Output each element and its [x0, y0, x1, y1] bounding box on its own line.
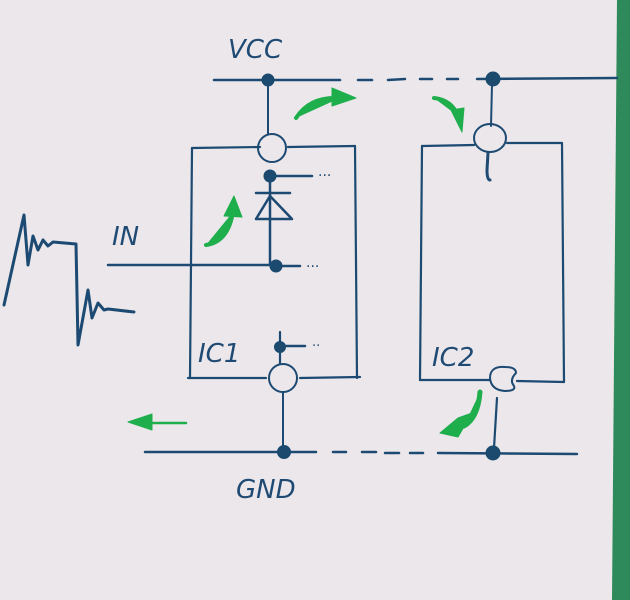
ic2-box — [418, 141, 566, 384]
gnd-label: GND — [236, 475, 296, 505]
ic2-gnd-pin — [489, 365, 517, 392]
ic2-label: IC2 — [432, 343, 474, 373]
gnd-junction-ic2 — [485, 445, 501, 461]
input-label: IN — [112, 222, 139, 252]
gnd-junction-ic1 — [277, 445, 291, 459]
vcc-junction-ic2 — [485, 71, 501, 87]
ic2-gnd-wire — [492, 396, 499, 450]
arrow-gnd-return-left — [127, 413, 188, 431]
arrow-ic2-to-gnd — [439, 389, 483, 438]
ellipsis-3: ·· — [312, 339, 320, 354]
arrow-into-ic2-vcc — [432, 96, 465, 133]
arrow-in-to-vcc — [204, 195, 243, 247]
ic2-vcc-pin — [473, 123, 507, 153]
ic1-vcc-pin — [257, 133, 287, 163]
arrow-vcc-rail-right — [294, 87, 357, 120]
desk-edge — [612, 0, 630, 600]
input-waveform — [2, 213, 136, 347]
ic1-label: IC1 — [198, 339, 240, 369]
ellipsis-2: ··· — [306, 259, 319, 275]
ic2-vcc-wire — [490, 83, 493, 127]
vcc-label: VCC — [228, 35, 283, 65]
diode-icon — [254, 194, 294, 221]
ellipsis-1: ··· — [318, 168, 331, 184]
ic2-vcc-internal — [485, 151, 492, 182]
ic1-box — [186, 144, 362, 380]
